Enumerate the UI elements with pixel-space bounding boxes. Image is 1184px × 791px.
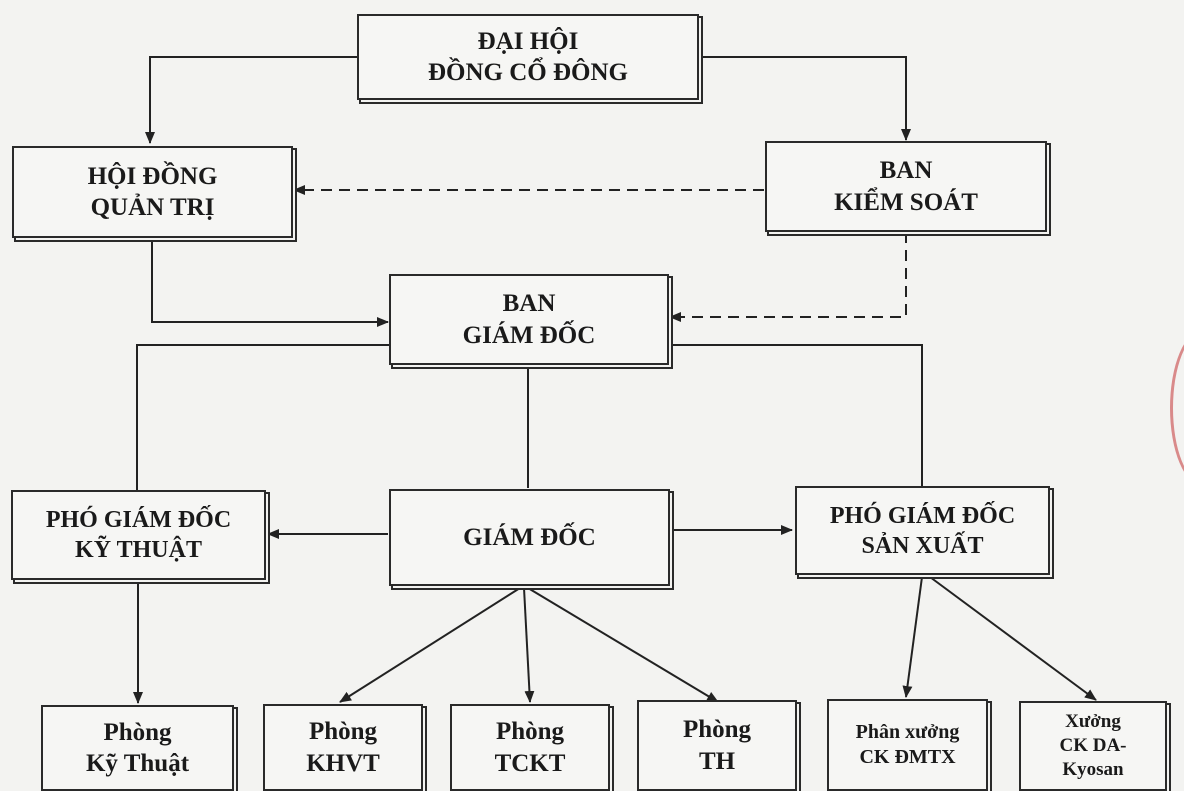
node-label-line2: TH [698, 747, 736, 775]
node-pho-giam-doc-ky-thuat: PHÓ GIÁM ĐỐC KỸ THUẬT [11, 490, 266, 580]
node-label-line2: CK ĐMTX [859, 746, 956, 768]
node-phong-khvt: Phòng KHVT [263, 704, 423, 791]
edge-gd-ptckt [523, 587, 535, 703]
node-label-line1: Phòng [308, 718, 378, 746]
node-label-line1: ĐẠI HỘI [477, 27, 579, 55]
edge-hdqt-bgd [151, 238, 389, 327]
node-label-line1: GIÁM ĐỐC [463, 523, 596, 551]
node-label-line1: Phòng [495, 718, 565, 746]
node-ban-kiem-soat: BAN KIỂM SOÁT [765, 141, 1047, 232]
edge-dhdcd-hdqt [145, 56, 357, 144]
node-phan-xuong-ck-dmtx: Phân xưởng CK ĐMTX [827, 699, 988, 791]
edge-dhdcd-bks [700, 56, 911, 141]
node-ban-giam-doc: BAN GIÁM ĐỐC [389, 274, 669, 365]
node-phong-ky-thuat: Phòng Kỹ Thuật [41, 705, 234, 791]
node-label-line2: KIỂM SOÁT [834, 188, 978, 216]
node-label-line1: PHÓ GIÁM ĐỐC [829, 502, 1016, 529]
bus-line [136, 344, 923, 490]
node-label-line2: TCKT [494, 749, 566, 777]
node-xuong-ck-da-kyosan: Xưởng CK DA- Kyosan [1019, 701, 1167, 791]
node-label-line1: Phân xưởng [855, 721, 960, 743]
node-label-line2: ĐỒNG CỔ ĐÔNG [428, 59, 628, 86]
node-label-line1: Phòng [103, 718, 172, 746]
node-label-line2: Kỹ Thuật [85, 750, 190, 777]
node-label-line1: BAN [879, 157, 933, 185]
node-label-line2: QUẢN TRỊ [90, 194, 215, 221]
node-giam-doc: GIÁM ĐỐC [389, 489, 670, 586]
node-label-line2: KỸ THUẬT [75, 537, 202, 563]
edge-bks-bgd-dashed [669, 232, 907, 322]
node-pho-giam-doc-san-xuat: PHÓ GIÁM ĐỐC SẢN XUẤT [795, 486, 1050, 575]
node-label-line2: KHVT [306, 749, 380, 777]
node-hoi-dong-quan-tri: HỘI ĐỒNG QUẢN TRỊ [12, 146, 293, 238]
node-label-line3: Kyosan [1062, 758, 1124, 780]
node-label-line2: SẢN XUẤT [861, 532, 984, 559]
node-label-line1: BAN [502, 290, 556, 318]
edge-pgdsx-pxckdmtx [902, 576, 923, 698]
edge-pgdsx-xckda [929, 576, 1097, 701]
node-phong-tckt: Phòng TCKT [450, 704, 610, 791]
node-label-line2: CK DA- [1059, 735, 1127, 757]
node-label-line1: Phòng [682, 716, 752, 744]
node-label-line1: Xưởng [1065, 711, 1121, 733]
node-label-line2: GIÁM ĐỐC [462, 321, 596, 349]
node-phong-th: Phòng TH [637, 700, 797, 791]
edge-gd-pkhvt [339, 587, 521, 703]
node-label-line1: PHÓ GIÁM ĐỐC [45, 507, 232, 533]
node-dai-hoi-dong-co-dong: ĐẠI HỘI ĐỒNG CỔ ĐÔNG [357, 14, 699, 100]
node-label-line1: HỘI ĐỒNG [87, 162, 218, 190]
edge-gd-pth [527, 587, 719, 703]
